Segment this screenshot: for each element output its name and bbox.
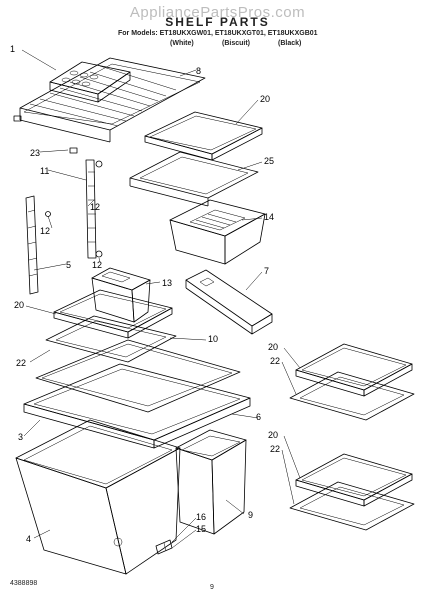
glass-shelf-right-a	[289, 343, 415, 421]
glass-shelf-right-b	[289, 453, 415, 531]
callout-11: 11	[40, 166, 49, 176]
shelf-ladder	[85, 159, 103, 259]
callout-20: 20	[260, 94, 270, 104]
callout-13: 13	[162, 278, 172, 288]
color-white: (White)	[170, 40, 194, 47]
crisper-cover-glass	[35, 339, 241, 413]
callout-leaders	[21, 49, 301, 549]
shelf-bracket	[185, 269, 273, 335]
callout-7: 7	[264, 266, 269, 276]
callout-9: 9	[248, 510, 253, 520]
callout-12: 12	[92, 260, 102, 270]
egg-tray	[49, 61, 131, 103]
wire-shelf	[19, 57, 206, 143]
callout-20: 20	[268, 342, 278, 352]
shelf-ladder-left	[25, 195, 51, 295]
callout-20: 20	[14, 300, 24, 310]
callout-22: 22	[270, 444, 280, 454]
color-biscuit: (Biscuit)	[222, 40, 250, 47]
callout-14: 14	[264, 212, 274, 222]
color-black: (Black)	[278, 40, 302, 47]
shelf-end-caps	[13, 115, 78, 154]
callout-10: 10	[208, 334, 218, 344]
watermark: AppliancePartsPros.com	[129, 4, 306, 21]
callout-25: 25	[264, 156, 274, 166]
crisper-drawer-right	[175, 429, 247, 535]
callout-3: 3	[18, 432, 23, 442]
pan-cover-frame	[129, 151, 259, 207]
callout-4: 4	[26, 534, 31, 544]
page-title: SHELF PARTS	[165, 15, 270, 29]
callout-23: 23	[30, 148, 40, 158]
document-number: 4388898	[10, 580, 38, 587]
glass-shelf-upper	[144, 111, 263, 161]
callout-1: 1	[10, 44, 15, 54]
model-list: For Models: ET18UKXGW01, ET18UKXGT01, ET…	[118, 30, 318, 37]
glass-shelf-middle	[53, 289, 173, 339]
page-number: 9	[210, 584, 214, 591]
storage-bin	[91, 267, 151, 323]
meat-pan	[169, 199, 266, 265]
callout-22: 22	[16, 358, 26, 368]
crisper-drawer-left	[15, 419, 181, 575]
callout-5: 5	[66, 260, 71, 270]
callout-6: 6	[256, 412, 261, 422]
callout-12: 12	[40, 226, 50, 236]
callout-22: 22	[270, 356, 280, 366]
callout-16: 16	[196, 512, 206, 522]
callout-labels: 1 8 20 23 25 11 12 14 12 12 5 13 7 20 10…	[10, 44, 280, 544]
callout-15: 15	[196, 524, 206, 534]
crisper-cover-frame	[23, 363, 251, 449]
callout-20: 20	[268, 430, 278, 440]
callout-12: 12	[90, 202, 100, 212]
callout-8: 8	[196, 66, 201, 76]
